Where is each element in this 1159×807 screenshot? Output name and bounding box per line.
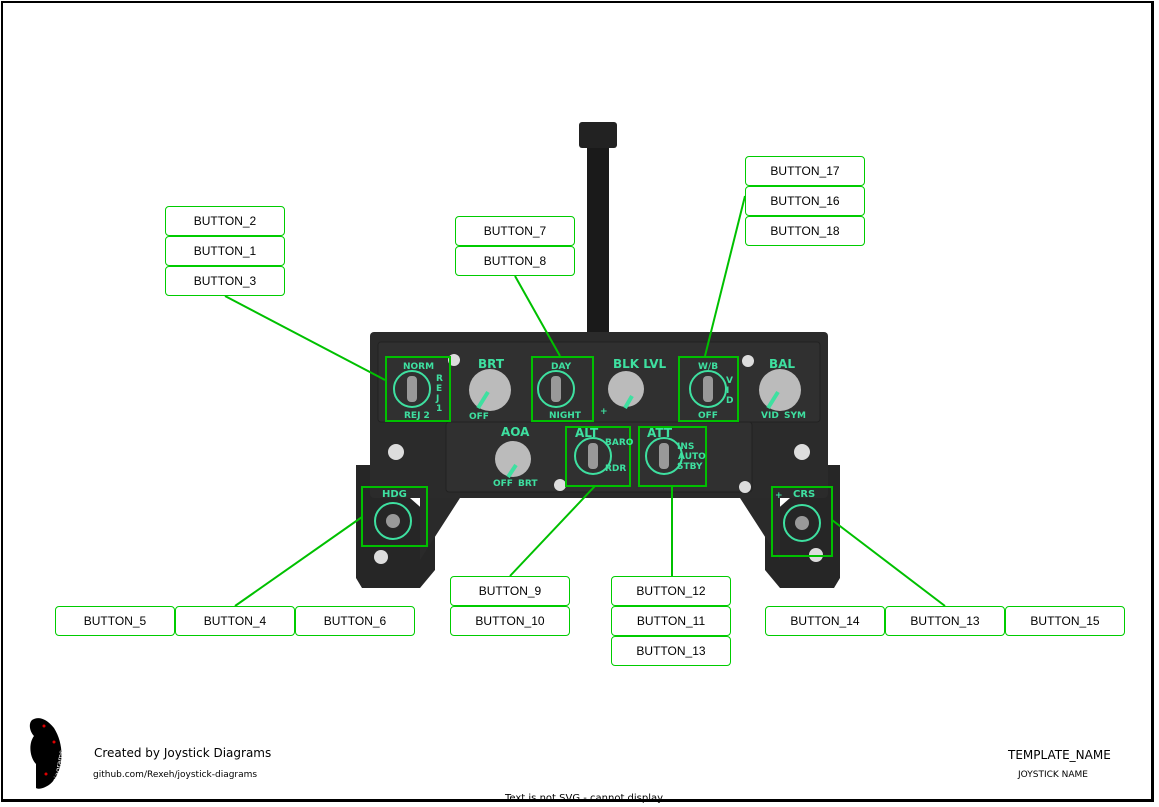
repo-url[interactable]: github.com/Rexeh/joystick-diagrams [93,770,258,780]
legend-aoa-off: OFF [493,479,513,489]
leader-line [509,485,596,577]
button-label-button-3: BUTTON_3 [165,266,285,296]
legend-bal-sym: SYM [784,411,806,421]
button-label-button-6: BUTTON_6 [295,606,415,636]
legend-crs: CRS [793,489,816,500]
highlight-day-night-switch [531,356,594,422]
button-label-button-5: BUTTON_5 [55,606,175,636]
button-label-button-1: BUTTON_1 [165,236,285,266]
legend-rej1: REJ1 [436,374,443,414]
legend-att: ATT [647,426,673,440]
legend-blk-lvl: BLK LVL [613,357,667,371]
highlight-rej-switch [385,356,451,422]
legend-night: NIGHT [549,411,581,421]
template-name: TEMPLATE_NAME [1008,748,1111,762]
button-label-button-15: BUTTON_15 [1005,606,1125,636]
legend-brt-off: OFF [469,412,489,422]
highlight-alt-switch [565,426,631,487]
button-label-button-9: BUTTON_9 [450,576,570,606]
legend-rej2: REJ 2 [404,411,430,421]
legend-aoa: AOA [501,425,530,439]
leader-line [234,516,363,607]
button-label-button-4: BUTTON_4 [175,606,295,636]
button-label-button-2: BUTTON_2 [165,206,285,236]
button-label-button-17: BUTTON_17 [745,156,865,186]
legend-ins: INS [677,442,695,452]
legend-plus: + [600,407,608,417]
legend-vid: VID [726,376,734,406]
svg-notice: Text is not SVG - cannot display [505,793,664,804]
leader-line [224,295,386,381]
left-support [420,498,460,560]
cable-connector [579,122,617,148]
button-label-button-8: BUTTON_8 [455,246,575,276]
legend-bal-vid: VID [761,411,779,421]
button-label-button-14: BUTTON_14 [765,606,885,636]
legend-baro: BARO [605,438,634,448]
joystick-diagrams-logo: Diagrams [29,718,64,789]
button-label-button-16: BUTTON_16 [745,186,865,216]
leader-line [514,275,561,357]
svg-text:Diagrams: Diagrams [52,749,64,784]
legend-norm: NORM [403,362,435,372]
legend-brt: BRT [478,357,505,371]
button-label-button-18: BUTTON_18 [745,216,865,246]
joystick-name: JOYSTICK NAME [1018,770,1088,780]
legend-crs-plus: + [775,491,783,501]
button-label-button-12: BUTTON_12 [611,576,731,606]
legend-alt: ALT [575,426,599,440]
legend-stby: STBY [677,462,703,472]
button-label-button-13b: BUTTON_13 [885,606,1005,636]
legend-bal: BAL [769,357,796,371]
legend-hdg: HDG [382,489,407,500]
highlight-crs-switch [771,486,833,557]
button-label-button-11: BUTTON_11 [611,606,731,636]
created-by-text: Created by Joystick Diagrams [94,746,272,760]
legend-day: DAY [551,362,572,372]
legend-aoa-brt: BRT [518,479,538,489]
legend-auto: AUTO [678,452,706,462]
button-label-button-7: BUTTON_7 [455,216,575,246]
leader-line [831,519,946,607]
button-label-button-10: BUTTON_10 [450,606,570,636]
cable [587,140,609,335]
highlight-att-switch [638,426,707,487]
legend-wb: W/B [698,362,719,372]
legend-wb-off: OFF [698,411,718,421]
right-support [740,498,780,560]
highlight-wb-switch [678,356,739,422]
highlight-hdg-switch [361,486,428,547]
legend-rdr: RDR [605,464,627,474]
leader-line [704,195,746,357]
button-label-button-13a: BUTTON_13 [611,636,731,666]
